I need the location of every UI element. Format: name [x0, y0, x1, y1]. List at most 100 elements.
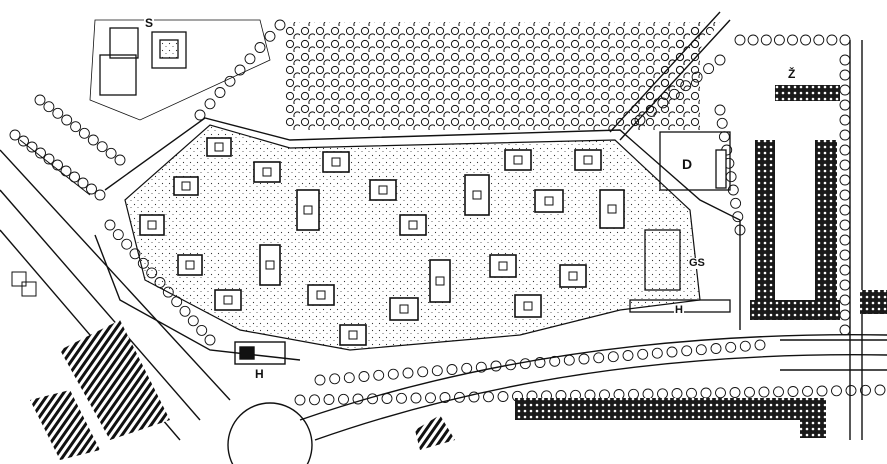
tree [367, 393, 378, 405]
tree [800, 34, 812, 46]
tree [634, 114, 646, 126]
tree [839, 69, 851, 81]
building-core [223, 295, 233, 305]
tree [549, 355, 561, 367]
tree [497, 391, 509, 402]
tree [734, 34, 746, 46]
tree [214, 87, 226, 98]
tree [329, 373, 341, 385]
tree [714, 104, 726, 116]
tree [839, 309, 851, 321]
building-core [523, 301, 533, 311]
tree [146, 267, 158, 279]
tree [681, 345, 693, 357]
tree [96, 141, 108, 153]
tree [657, 97, 669, 109]
tree [86, 183, 97, 195]
tree [691, 71, 703, 83]
tree [410, 392, 422, 404]
tree [77, 177, 89, 189]
tree [732, 211, 744, 223]
tree [224, 75, 236, 87]
garage-block [629, 229, 731, 313]
building-core [331, 157, 341, 167]
tree [718, 131, 730, 143]
building-core [513, 155, 523, 165]
tree [9, 129, 21, 141]
tree [787, 386, 799, 397]
tree [839, 324, 851, 336]
kindergarten-block [659, 131, 731, 191]
building-core [472, 190, 482, 200]
tree [254, 42, 266, 53]
tree [35, 147, 46, 159]
tree [204, 98, 216, 110]
building-core [544, 196, 554, 206]
tree [43, 101, 55, 113]
tree [642, 388, 654, 400]
building-core [568, 271, 578, 281]
tree [87, 134, 99, 146]
tree [534, 357, 546, 368]
tree [402, 367, 414, 379]
tree [703, 63, 715, 75]
building-core [408, 220, 418, 230]
tree [637, 348, 649, 360]
tree [309, 394, 320, 406]
tree [739, 340, 751, 352]
building-core [583, 155, 593, 165]
label-school: S [144, 16, 155, 30]
tree [695, 344, 707, 356]
tree [839, 159, 851, 171]
tree [715, 387, 726, 399]
building-core [498, 261, 508, 271]
tree [244, 53, 256, 65]
tree [274, 19, 286, 31]
tree [52, 159, 63, 171]
tree [18, 135, 29, 147]
tree [112, 229, 124, 241]
tree [129, 248, 141, 260]
tree [194, 109, 206, 121]
tree [234, 64, 246, 76]
tree [839, 204, 851, 216]
tree [439, 392, 451, 403]
tree [802, 385, 813, 397]
tree [358, 371, 370, 382]
building-core [262, 167, 272, 177]
tree [505, 359, 517, 371]
tree [94, 189, 106, 201]
tree [700, 387, 712, 399]
tree [187, 315, 199, 327]
tree [593, 352, 605, 364]
label-zone: Ž [787, 67, 797, 81]
tree [773, 386, 784, 398]
tree [314, 374, 326, 386]
label-hotel-south: H [254, 367, 265, 381]
tree [710, 343, 722, 354]
tree [179, 305, 191, 317]
tree [607, 351, 619, 363]
tree [725, 341, 737, 353]
tree [162, 286, 174, 298]
tree [845, 385, 857, 396]
tree [816, 385, 828, 397]
tree [826, 34, 838, 46]
tree [734, 224, 746, 236]
tree [860, 384, 871, 396]
tree [171, 296, 183, 308]
tree [78, 127, 90, 139]
label-hotel-east: H [674, 304, 684, 316]
tree [725, 171, 737, 183]
tree [744, 386, 755, 398]
building-core [181, 181, 191, 191]
tree [680, 80, 692, 92]
tree [686, 387, 697, 399]
tree-rows [9, 19, 886, 406]
tree [475, 361, 487, 373]
tree [26, 141, 38, 153]
building-core [435, 276, 445, 286]
tree [773, 34, 785, 46]
forest-edge-right [620, 22, 720, 130]
building-core [399, 304, 409, 314]
